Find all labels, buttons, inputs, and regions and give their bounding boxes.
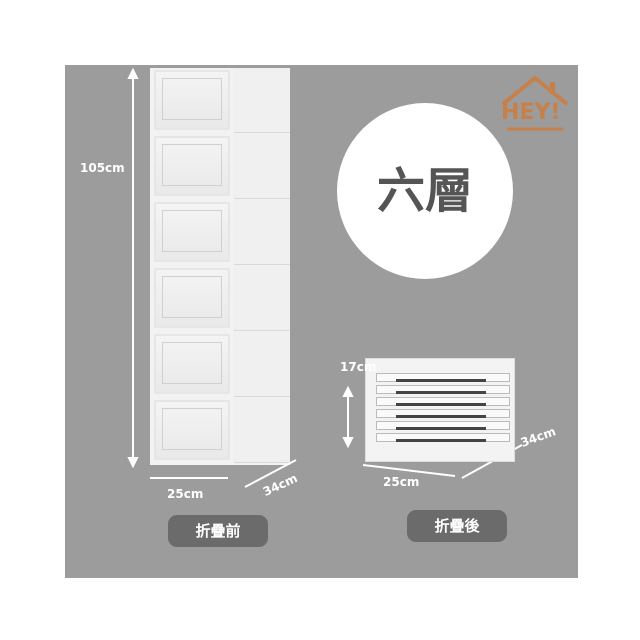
folded-height-label: 17cm [340, 360, 377, 374]
tower-width-label: 25cm [167, 487, 204, 501]
tower-height-label: 105cm [80, 161, 125, 175]
folded-width-label: 25cm [383, 475, 420, 489]
house-icon [501, 75, 569, 131]
logo: HEY! [495, 72, 575, 132]
badge-text: 六層 [376, 163, 473, 219]
folded-storage-image [365, 358, 515, 462]
logo-text: HEY! [501, 100, 561, 125]
tower-storage-image [150, 68, 290, 465]
before-fold-label: 折疊前 [168, 515, 268, 547]
after-fold-label: 折疊後 [407, 510, 507, 542]
badge-circle: 六層 [337, 103, 513, 279]
